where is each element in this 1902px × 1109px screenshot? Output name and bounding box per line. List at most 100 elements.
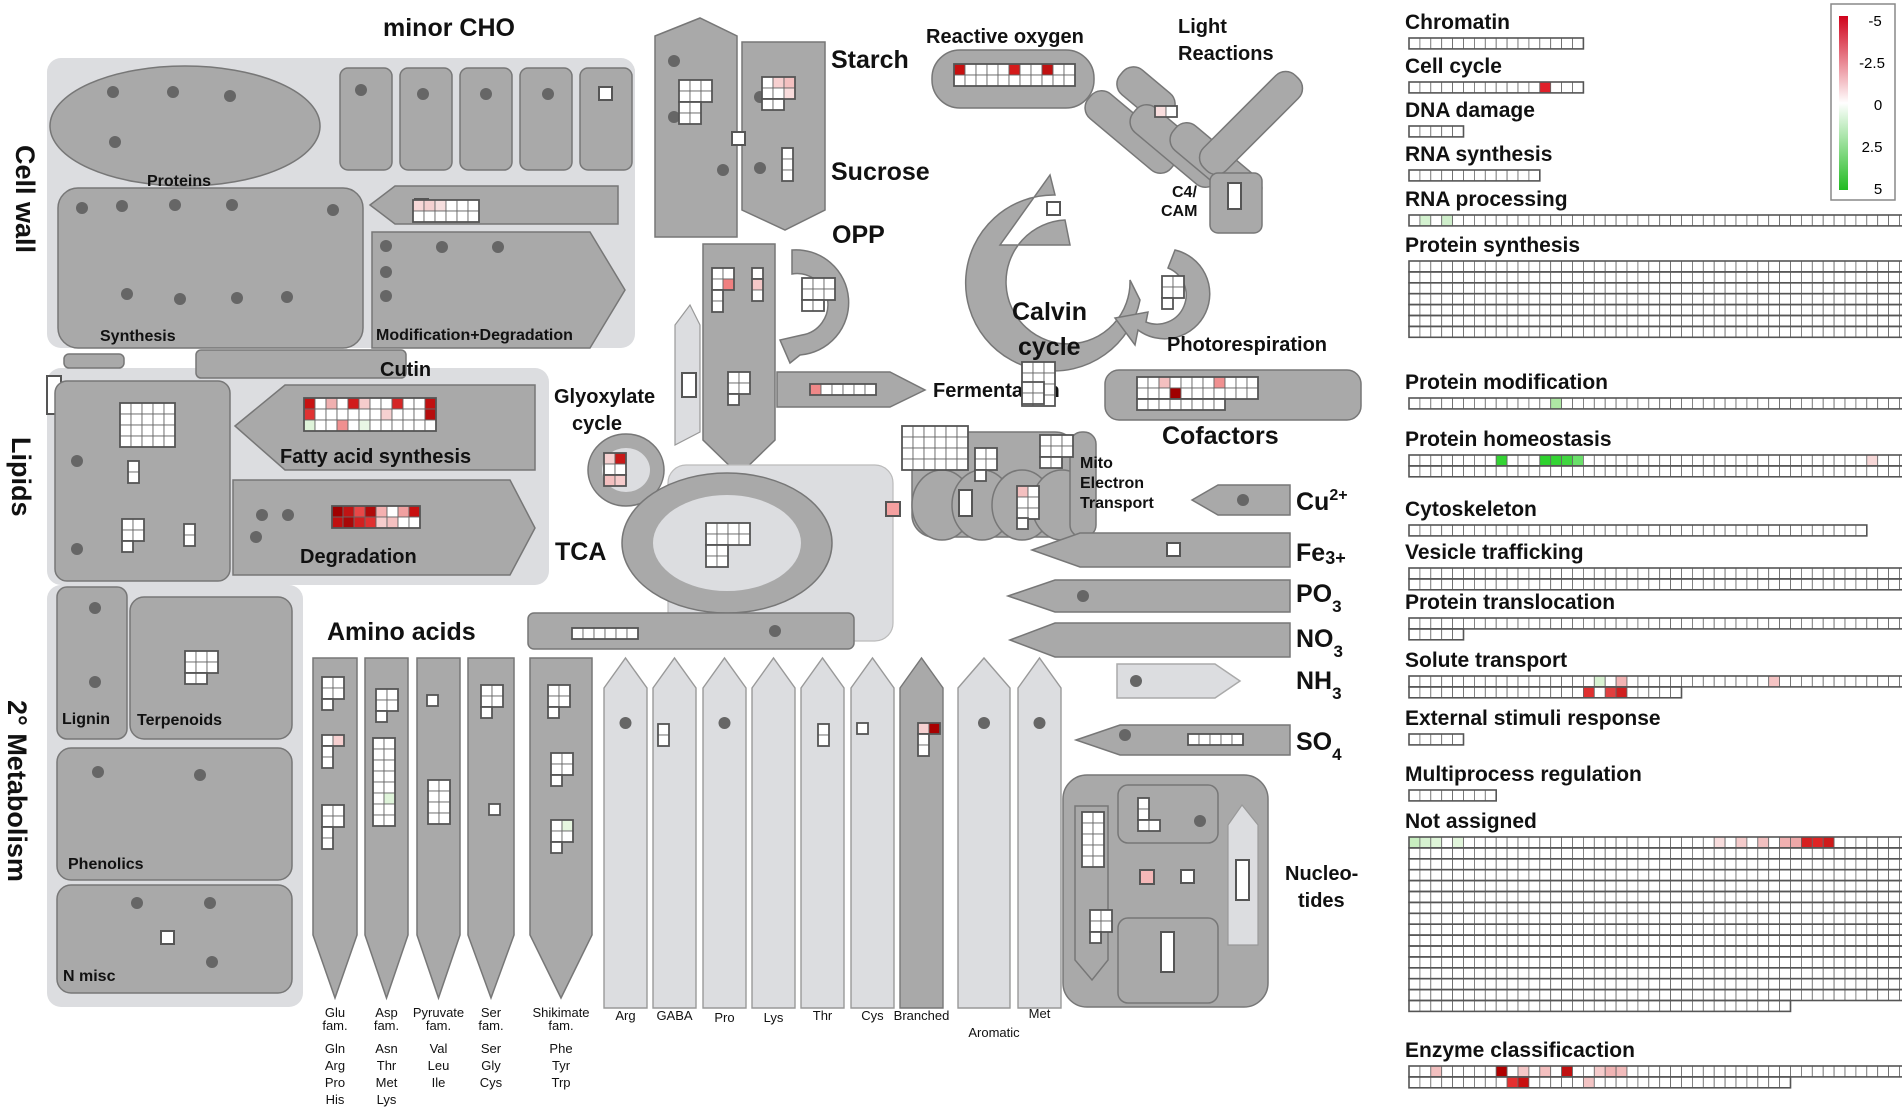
heat-grid-52[interactable] [375,710,388,723]
category-11[interactable]: Solute transport [1405,649,1902,699]
heat-grid-46[interactable] [321,698,334,711]
amino-top-bar[interactable] [527,612,855,650]
fe-arrow[interactable] [1029,532,1291,568]
heat-grid-25[interactable] [705,544,729,568]
heat-grid-35[interactable] [974,447,998,471]
heat-grid-38[interactable] [1039,456,1063,469]
heat-grid-36[interactable] [974,469,987,482]
heat-grid-73[interactable] [1137,797,1150,821]
heat-grid-0[interactable] [119,402,176,448]
category-13[interactable]: Multiprocess regulation [1405,763,1642,802]
heat-grid-12[interactable] [781,147,794,182]
heat-grid-61[interactable] [550,752,574,776]
category-1[interactable]: Cell cycle [1405,55,1585,94]
heat-grid-2[interactable] [121,518,145,542]
minor-cho-box-4[interactable] [519,67,573,171]
heat-grid-37[interactable] [1039,434,1074,458]
po-arrow[interactable] [1005,579,1291,613]
heat-grid-50[interactable] [321,826,334,850]
starch-block[interactable] [654,17,738,238]
heat-grid-10[interactable] [761,76,796,100]
category-2[interactable]: DNA damage [1405,99,1535,138]
heat-grid-33[interactable] [1021,381,1045,405]
heat-grid-5[interactable] [303,397,437,432]
sucrose-block[interactable] [741,41,826,231]
mod-arrow-top[interactable] [368,185,619,225]
heat-grid-55[interactable] [427,779,451,825]
amino-single-3[interactable]: Lys [751,656,796,1025]
heat-grid-43[interactable] [184,650,219,674]
heat-grid-58[interactable] [488,803,501,816]
heat-grid-23[interactable] [603,474,627,487]
cutin-bar[interactable] [195,349,407,379]
heat-grid-67[interactable] [856,722,869,735]
category-12[interactable]: External stimuli response [1405,707,1661,746]
amino-single-5[interactable]: Cys [850,656,895,1023]
category-4[interactable]: RNA processing [1405,188,1902,227]
category-14[interactable]: Not assigned [1405,810,1902,1013]
heat-grid-56[interactable] [480,684,504,708]
amino-single-0[interactable]: Arg [603,656,648,1023]
heat-grid-20[interactable] [801,299,825,312]
category-0[interactable]: Chromatin [1405,11,1585,50]
minor-cho-box-1[interactable] [339,67,393,171]
heat-grid-34[interactable] [901,425,969,471]
heat-grid-1[interactable] [127,460,140,484]
heat-grid-44[interactable] [184,672,208,685]
heat-grid-62[interactable] [550,774,563,787]
heat-grid-6[interactable] [331,505,421,529]
phenolics-block[interactable] [56,747,293,881]
heat-grid-3[interactable] [121,540,134,553]
heat-grid-72[interactable] [1089,931,1102,944]
heat-grid-4[interactable] [183,523,196,547]
category-6[interactable]: Protein modification [1405,371,1902,410]
category-3[interactable]: RNA synthesis [1405,143,1552,182]
amino-single-1[interactable]: GABA [652,656,697,1023]
heat-grid-8[interactable] [678,79,713,103]
heat-grid-31[interactable] [1136,398,1226,411]
heat-grid-42[interactable] [571,627,639,640]
heat-grid-47[interactable] [321,734,345,747]
heat-grid-16[interactable] [751,278,764,302]
minor-cho-box-5[interactable] [579,67,633,171]
heat-grid-57[interactable] [480,706,493,719]
heat-grid-22[interactable] [603,452,627,476]
heat-grid-17[interactable] [727,371,751,395]
heat-grid-49[interactable] [321,804,345,828]
heat-grid-29[interactable] [1161,297,1174,310]
nh-arrow[interactable] [1116,663,1242,699]
heat-grid-60[interactable] [547,706,560,719]
amino-single-4[interactable]: Thr [800,656,845,1023]
heat-grid-13[interactable] [711,267,735,291]
heat-grid-24[interactable] [705,522,751,546]
amino-single-6[interactable]: Branched [894,656,950,1023]
heat-grid-51[interactable] [375,688,399,712]
heat-grid-19[interactable] [801,277,836,301]
category-5[interactable]: Protein synthesis [1405,234,1902,339]
minor-cho-box-2[interactable] [399,67,453,171]
category-15[interactable]: Enzyme classificaction [1405,1039,1902,1089]
heat-grid-27[interactable] [1154,105,1178,118]
heat-grid-63[interactable] [550,819,574,843]
amino-single-7[interactable]: Aromatic [957,656,1020,1040]
amino-single-8[interactable]: Met [1017,656,1062,1021]
heat-grid-39[interactable] [1016,485,1040,520]
heat-grid-68[interactable] [917,722,941,735]
heat-grid-9[interactable] [678,101,702,125]
photorespiration-cycle[interactable] [1113,249,1211,347]
heat-grid-53[interactable] [372,737,396,827]
heat-grid-11[interactable] [761,98,785,111]
heat-grid-74[interactable] [1137,819,1161,832]
heat-grid-59[interactable] [547,684,571,708]
amino-single-2[interactable]: Pro [702,656,747,1025]
heat-grid-21[interactable] [809,383,877,396]
heat-grid-28[interactable] [1161,275,1185,299]
heat-grid-48[interactable] [321,745,334,769]
lignin-block[interactable] [56,586,128,740]
heat-grid-30[interactable] [1136,376,1259,400]
